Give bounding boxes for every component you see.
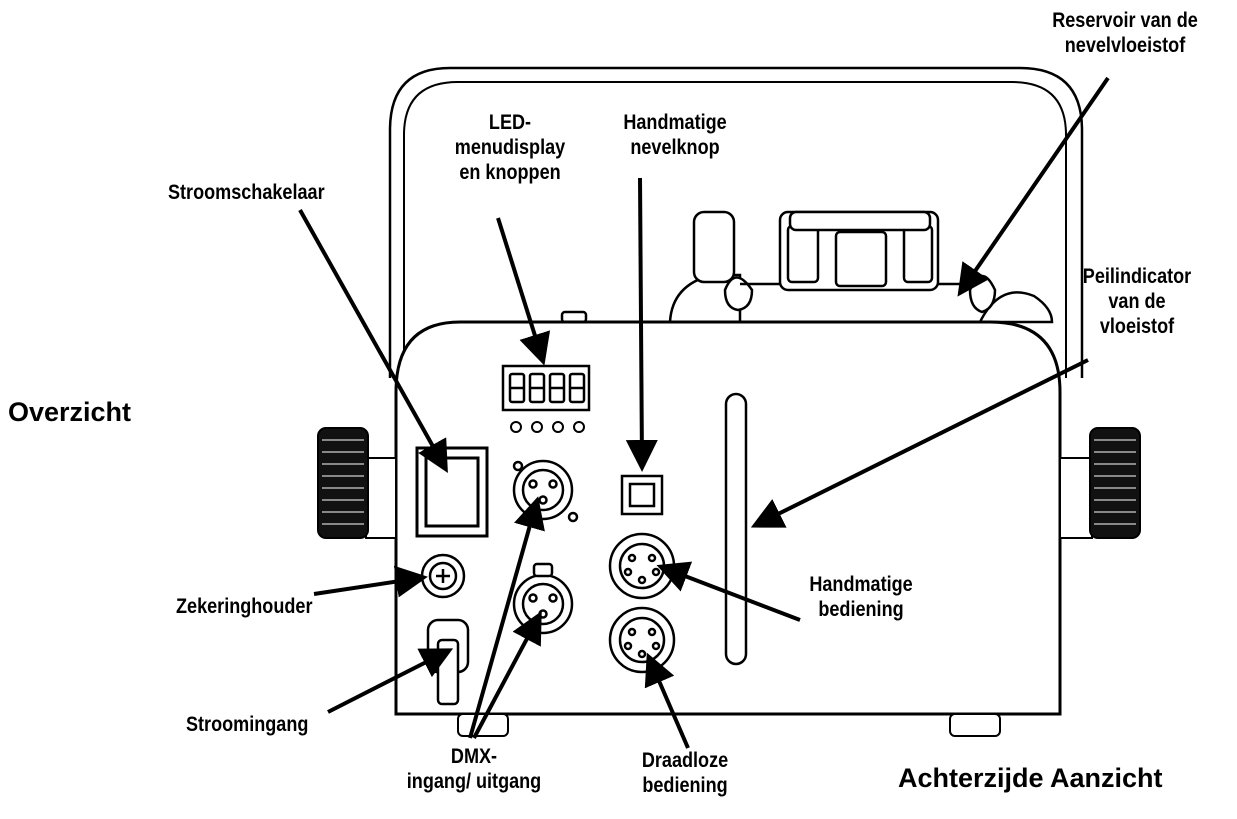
label-wireless-remote: Draadloze bediening bbox=[612, 748, 758, 798]
label-led-display-line-2: menudisplay bbox=[454, 136, 566, 160]
label-dmx-in-out-line-1: DMX- bbox=[450, 745, 498, 768]
label-fluid-level-indicator-line-1: Peilindicator bbox=[1082, 265, 1192, 288]
manual-remote-socket bbox=[608, 532, 676, 600]
label-dmx-in-out: DMX- ingang/ uitgang bbox=[388, 744, 560, 794]
label-power-input: Stroomingang bbox=[186, 713, 309, 736]
label-fluid-level-indicator-line-3: vloeistof bbox=[1099, 315, 1175, 339]
menu-buttons bbox=[510, 421, 585, 433]
carry-handle-inner bbox=[403, 81, 1067, 378]
fluid-level-window bbox=[724, 392, 748, 666]
label-fluid-level-indicator-line-2: van de bbox=[1108, 290, 1166, 314]
label-led-display: LED- menudisplay en knoppen bbox=[441, 110, 579, 186]
label-wireless-remote-line-1: Draadloze bbox=[641, 749, 729, 772]
label-led-display-line-3: en knoppen bbox=[459, 161, 561, 185]
carry-handle bbox=[388, 66, 1084, 378]
label-manual-remote: Handmatige bediening bbox=[788, 572, 934, 622]
label-power-switch: Stroomschakelaar bbox=[168, 181, 325, 204]
label-dmx-in-out-line-2: ingang/ uitgang bbox=[406, 770, 542, 794]
side-knob-left bbox=[317, 427, 397, 539]
side-knob-right bbox=[1059, 427, 1141, 539]
label-manual-fog-button: Handmatige nevelknop bbox=[593, 110, 756, 160]
led-display bbox=[501, 364, 591, 412]
label-wireless-remote-line-2: bediening bbox=[642, 774, 728, 798]
fuse-holder bbox=[420, 553, 466, 599]
label-fuse-holder: Zekeringhouder bbox=[176, 595, 313, 618]
label-fluid-reservoir-line-1: Reservoir van de bbox=[1052, 9, 1198, 32]
manual-fog-button bbox=[620, 474, 664, 516]
label-manual-remote-line-2: bediening bbox=[818, 598, 904, 622]
power-switch bbox=[415, 446, 489, 538]
label-led-display-line-1: LED- bbox=[488, 111, 532, 134]
wireless-remote-socket bbox=[608, 606, 676, 674]
label-fluid-reservoir: Reservoir van de nevelvloeistof bbox=[1035, 8, 1216, 58]
label-manual-fog-button-line-2: nevelknop bbox=[630, 136, 720, 160]
label-manual-remote-line-1: Handmatige bbox=[809, 573, 913, 596]
foot-right bbox=[949, 713, 1001, 737]
label-fluid-reservoir-line-2: nevelvloeistof bbox=[1064, 34, 1186, 58]
callout-arrows bbox=[298, 76, 1110, 749]
title-overview: Overzicht bbox=[8, 397, 132, 427]
label-fluid-level-indicator: Peilindicator van de vloeistof bbox=[1073, 264, 1202, 340]
title-rear-view: Achterzijde Aanzicht bbox=[898, 763, 1163, 793]
label-manual-fog-button-line-1: Handmatige bbox=[623, 111, 727, 134]
